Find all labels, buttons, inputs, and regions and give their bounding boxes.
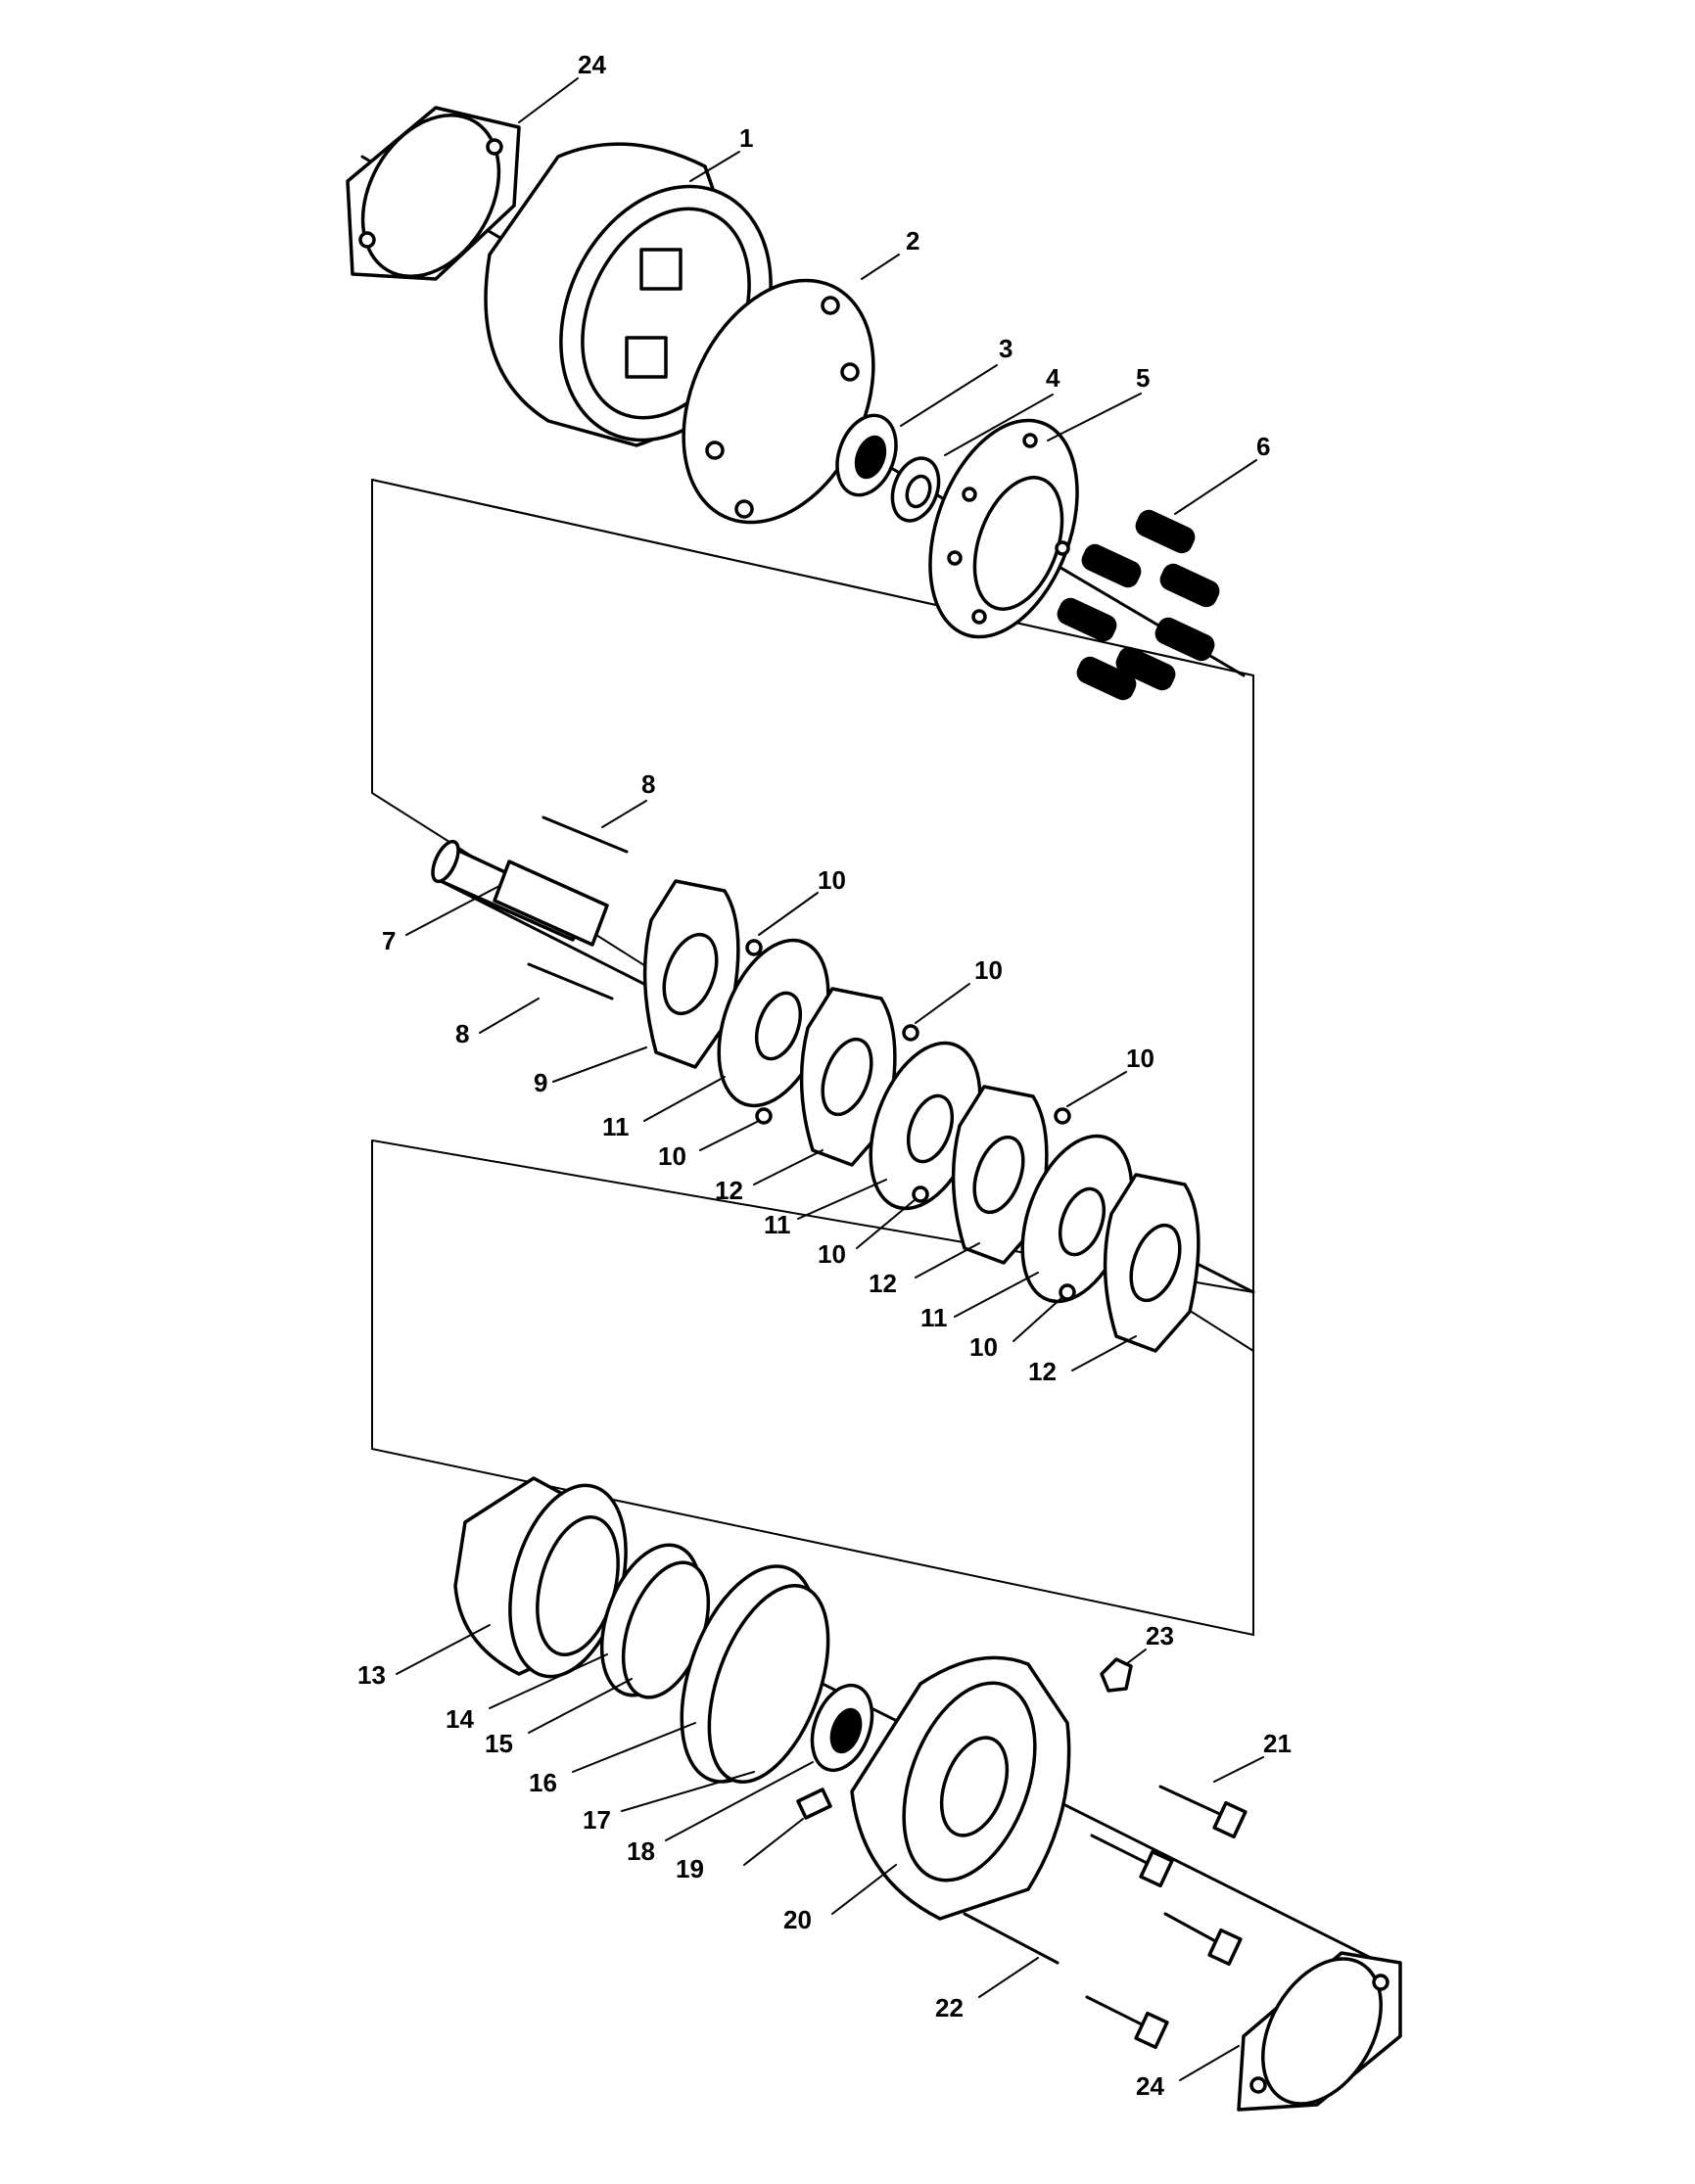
plug-23: [1100, 1657, 1133, 1693]
callout-19: 19: [676, 1854, 704, 1883]
washer-4: [890, 456, 941, 523]
clutch-plate-12-c: [1103, 1173, 1201, 1353]
callout-7: 7: [382, 926, 396, 955]
leader-lines: [396, 77, 1264, 2081]
clutch-plate-9: [642, 879, 740, 1069]
callout-8-upper: 8: [641, 769, 655, 799]
callout-11-a: 11: [602, 1112, 630, 1141]
callout-10-f: 10: [969, 1332, 998, 1362]
callout-4: 4: [1046, 363, 1060, 393]
callout-10-b: 10: [974, 955, 1003, 985]
callout-22: 22: [935, 1993, 964, 2022]
callout-21: 21: [1263, 1729, 1292, 1758]
callout-14: 14: [446, 1704, 474, 1734]
callout-6: 6: [1256, 432, 1270, 461]
callout-12-c: 12: [1028, 1357, 1057, 1386]
callout-11-b: 11: [764, 1210, 791, 1239]
callout-8-lower: 8: [455, 1019, 469, 1048]
callout-20: 20: [783, 1905, 812, 1934]
bearing-18: [810, 1683, 874, 1773]
callout-11-c: 11: [920, 1303, 948, 1332]
callout-16: 16: [529, 1768, 557, 1797]
clutch-plate-12-b: [951, 1085, 1049, 1265]
callout-13: 13: [357, 1660, 386, 1690]
plate-5: [928, 418, 1079, 639]
callout-2: 2: [906, 226, 919, 256]
shaft-7: [431, 839, 609, 947]
callout-23: 23: [1146, 1621, 1174, 1650]
gasket-24-bottom: [1237, 1951, 1402, 2112]
pin-8-upper: [541, 815, 629, 854]
pin-8-lower: [527, 962, 614, 1000]
callout-12-b: 12: [869, 1269, 897, 1298]
cover-20: [850, 1655, 1071, 1921]
callout-10-c: 10: [1126, 1044, 1154, 1073]
pin-22: [963, 1912, 1059, 1965]
callout-12-a: 12: [715, 1176, 743, 1205]
callout-labels: 24 1 2 3 4 5 6 8 7 8 9 10 10 10 11 10 12…: [357, 50, 1292, 2101]
clutch-plate-12-a: [799, 987, 897, 1167]
callout-18: 18: [627, 1836, 655, 1866]
callout-10-a: 10: [818, 865, 846, 895]
seal-ring-17: [707, 1583, 830, 1785]
callout-10-e: 10: [818, 1239, 846, 1269]
gasket-2: [682, 278, 875, 525]
callout-5: 5: [1136, 363, 1150, 393]
callout-10-d: 10: [658, 1141, 686, 1171]
callout-24-bottom: 24: [1136, 2071, 1164, 2101]
callout-3: 3: [999, 334, 1012, 363]
callout-24-top: 24: [578, 50, 606, 79]
callout-1: 1: [739, 123, 753, 153]
callout-17: 17: [583, 1805, 611, 1835]
callout-9: 9: [534, 1068, 547, 1097]
bearing-3: [835, 413, 898, 497]
balls-10: [745, 939, 1076, 1301]
springs-6: [1057, 509, 1220, 701]
bolts-21: [1085, 1785, 1248, 2050]
callout-15: 15: [485, 1729, 513, 1758]
gasket-24-top: [346, 106, 521, 281]
